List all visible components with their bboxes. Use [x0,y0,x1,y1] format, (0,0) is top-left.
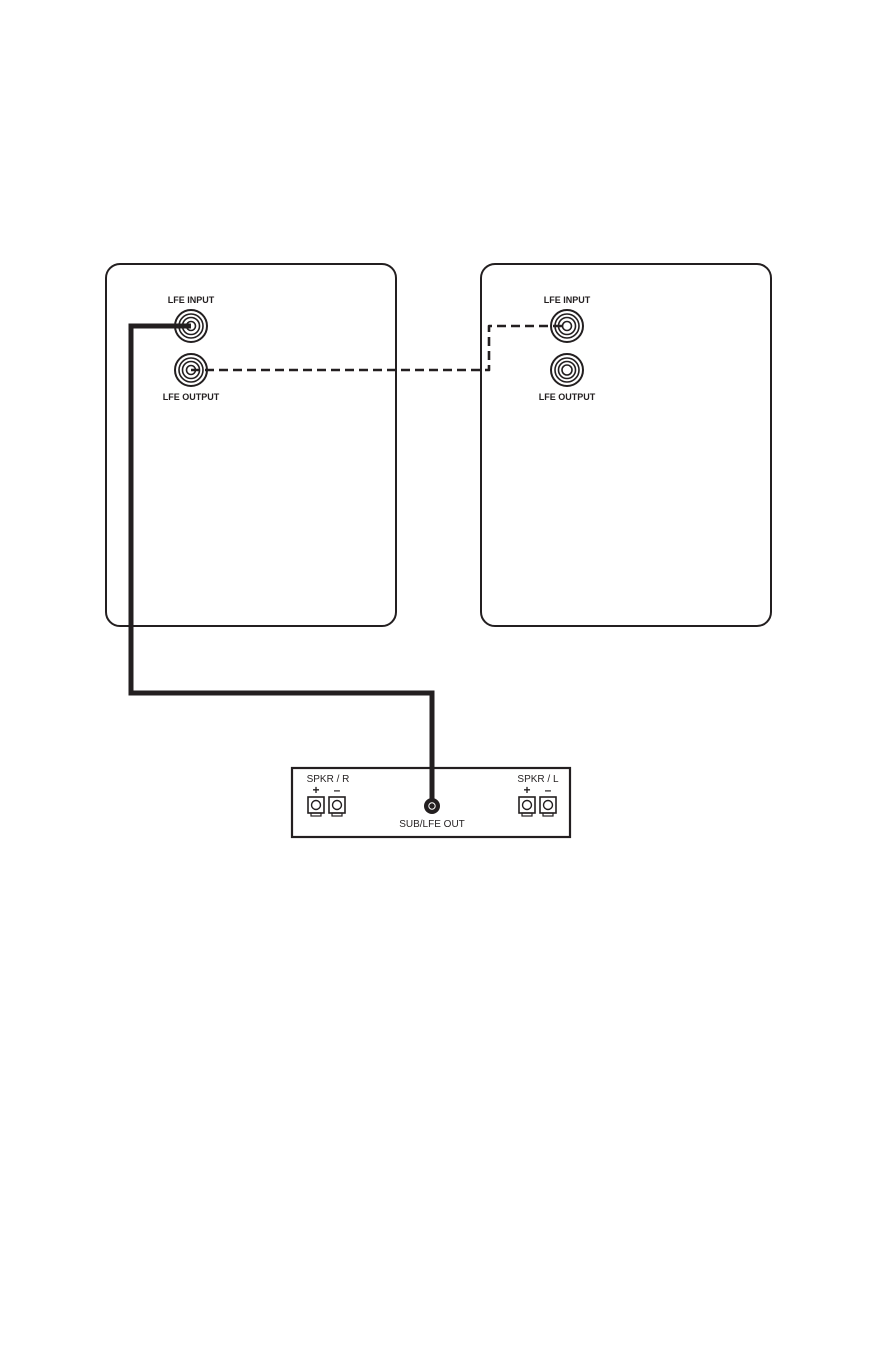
spkr-l-plus-sign: + [523,783,530,797]
spkr-r-minus-sign: – [334,783,341,797]
spkr-l-minus-terminal-icon [540,797,556,816]
subwoofer-right-panel [481,264,771,626]
spkr-l-plus-terminal-icon [519,797,535,816]
subwoofer-right: LFE INPUT LFE OUTPUT [481,264,771,626]
subwoofer-left-panel [106,264,396,626]
spkr-l-minus-sign: – [545,783,552,797]
sub-lfe-out-jack-icon [424,798,440,814]
right-lfe-input-label: LFE INPUT [544,295,591,305]
spkr-r-plus-terminal-icon [308,797,324,816]
sub-lfe-out-label: SUB/LFE OUT [399,819,465,830]
subwoofer-left: LFE INPUT LFE OUTPUT [106,264,396,626]
left-lfe-output-label: LFE OUTPUT [163,392,220,402]
daisy-chain-cable-dashed [191,326,567,370]
spkr-r-plus-sign: + [312,783,319,797]
left-lfe-input-label: LFE INPUT [168,295,215,305]
right-lfe-output-jack-icon [551,354,583,386]
spkr-r-minus-terminal-icon [329,797,345,816]
right-lfe-output-label: LFE OUTPUT [539,392,596,402]
